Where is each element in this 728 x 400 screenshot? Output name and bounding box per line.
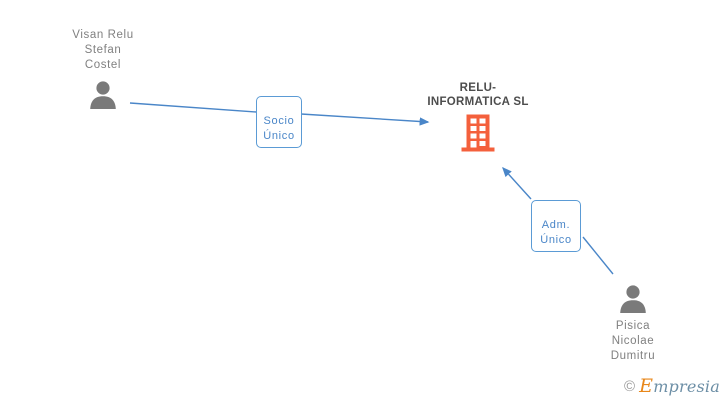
person-name-shareholder: Visan Relu Stefan Costel bbox=[72, 29, 134, 71]
company-node[interactable]: RELU- INFORMATICA SL bbox=[398, 81, 558, 153]
relation-label-text: Socio Único bbox=[263, 115, 295, 142]
watermark-rest: mpresia bbox=[653, 377, 720, 396]
person-icon bbox=[90, 81, 116, 109]
relation-label-adm-unico[interactable]: Adm. Único bbox=[531, 200, 581, 252]
person-name-administrator: Pisica Nicolae Dumitru bbox=[610, 320, 656, 362]
company-name: RELU- INFORMATICA SL bbox=[427, 82, 529, 108]
person-node-administrator[interactable]: Pisica Nicolae Dumitru bbox=[563, 283, 703, 364]
edge-shareholder-to-label bbox=[129, 102, 257, 113]
relation-label-text: Adm. Único bbox=[540, 219, 572, 246]
edge-label-to-company bbox=[300, 113, 430, 126]
relation-label-socio-unico[interactable]: Socio Único bbox=[256, 96, 302, 148]
edge-label-to-company-admin bbox=[502, 166, 532, 200]
building-icon bbox=[461, 114, 495, 152]
edge-administrator-to-label bbox=[582, 236, 614, 275]
copyright-icon: © bbox=[624, 378, 636, 395]
person-icon bbox=[620, 285, 646, 313]
person-node-shareholder[interactable]: Visan Relu Stefan Costel bbox=[33, 28, 173, 109]
watermark-empresia: © Empresia bbox=[624, 375, 720, 397]
watermark-text: Empresia bbox=[639, 375, 720, 397]
watermark-initial: E bbox=[639, 375, 654, 397]
